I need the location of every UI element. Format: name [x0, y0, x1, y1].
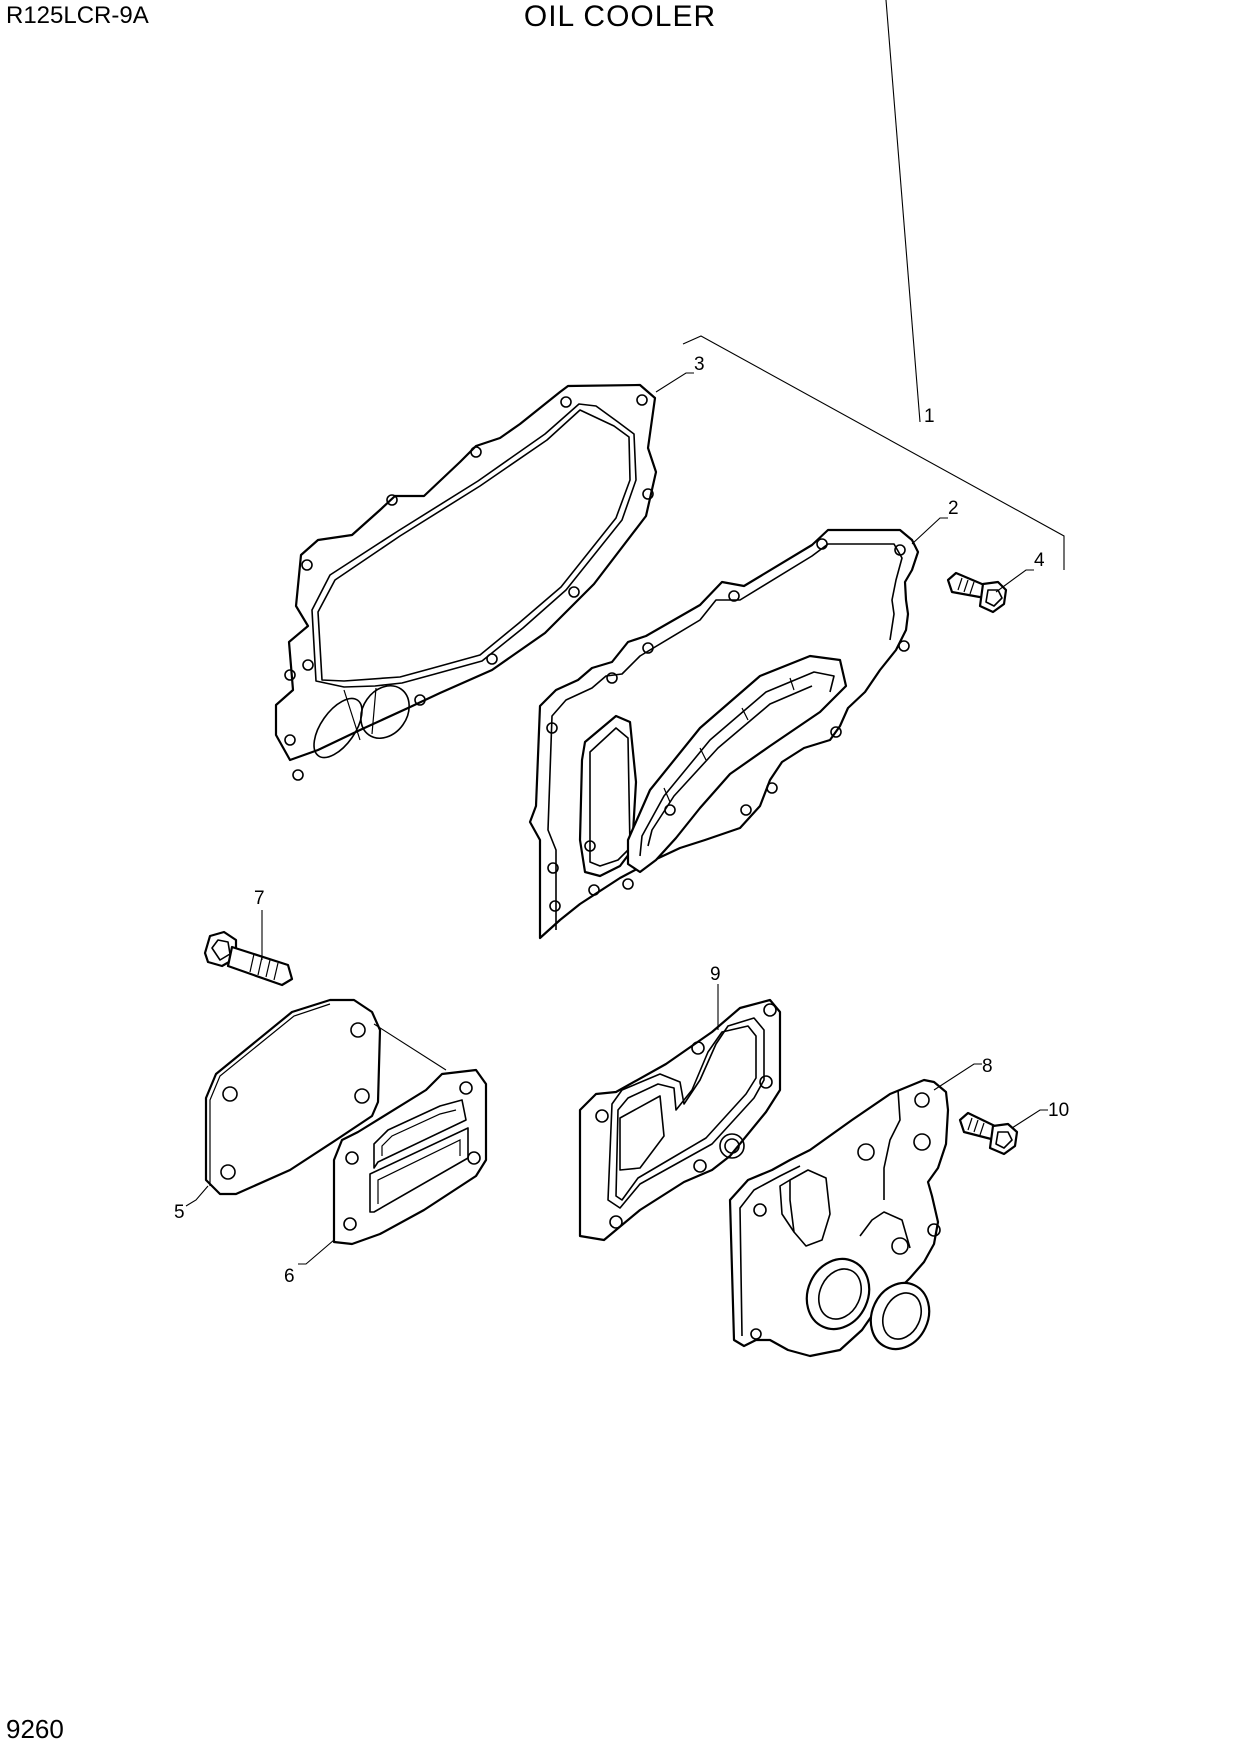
part-6-gasket[interactable] — [332, 1068, 488, 1246]
part-3-oil-cooler-gasket[interactable] — [274, 383, 658, 781]
model-code: R125LCR-9A — [6, 2, 149, 29]
callout-8[interactable]: 8 — [982, 1056, 993, 1077]
part-9-gasket[interactable] — [578, 998, 782, 1242]
callout-1[interactable]: 1 — [924, 406, 935, 427]
callout-5[interactable]: 5 — [174, 1202, 185, 1223]
part-5-cover-plate[interactable] — [204, 998, 382, 1196]
callout-3[interactable]: 3 — [694, 354, 705, 375]
callout-10[interactable]: 10 — [1048, 1100, 1069, 1121]
part-10-bolt[interactable] — [958, 1111, 1019, 1156]
part-2-oil-cooler-element[interactable] — [528, 528, 920, 940]
page-title: OIL COOLER — [523, 0, 717, 33]
part-7-bolt[interactable] — [203, 930, 294, 987]
callout-9[interactable]: 9 — [710, 964, 721, 985]
callout-7[interactable]: 7 — [254, 888, 265, 909]
assembly-bracket — [682, 0, 1065, 570]
page-number: 9260 — [6, 1714, 64, 1744]
callout-2[interactable]: 2 — [948, 498, 959, 519]
part-4-bolt[interactable] — [946, 571, 1008, 614]
leader-lines — [185, 372, 1048, 1265]
callout-4[interactable]: 4 — [1034, 550, 1045, 571]
callout-numbers: 1 2 3 4 5 6 7 8 9 10 — [174, 354, 1069, 1287]
part-8-oil-cooler-cover[interactable] — [728, 1078, 950, 1359]
callout-6[interactable]: 6 — [284, 1266, 295, 1287]
